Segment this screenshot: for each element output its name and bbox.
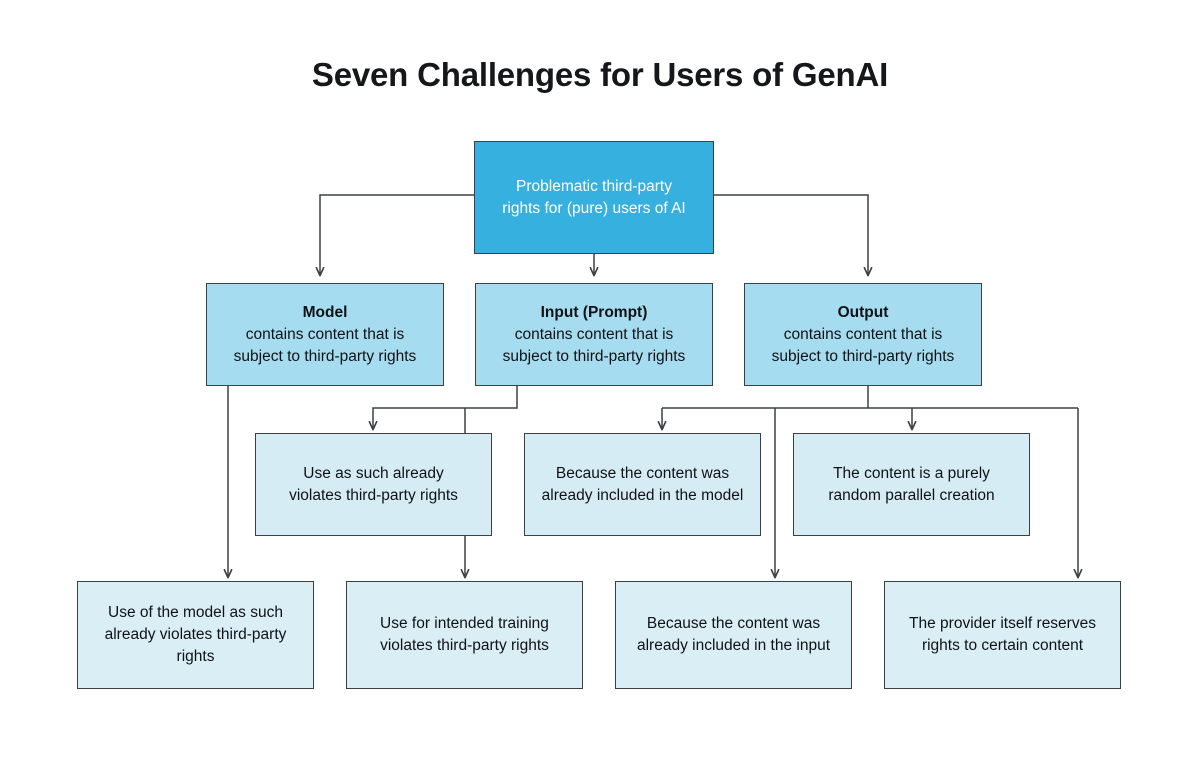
node-intended-training[interactable]: Use for intended training violates third… — [346, 581, 583, 689]
node-content-in-model-line-2: already included in the model — [541, 486, 744, 504]
node-model-line-1: contains content that is — [245, 325, 405, 343]
node-content-in-model-line-1: Because the content was — [555, 464, 730, 482]
node-random-parallel-creation-line-1: The content is a purely — [833, 464, 990, 482]
node-model-use-violates-line-3: rights — [176, 648, 215, 665]
node-model-use-violates[interactable]: Use of the model as such already violate… — [77, 581, 314, 689]
node-model-line-2: subject to third-party rights — [233, 347, 417, 365]
node-input-heading: Input (Prompt) — [540, 303, 648, 321]
node-random-parallel-creation[interactable]: The content is a purely random parallel … — [793, 433, 1030, 536]
edge-root-to-model — [320, 194, 474, 275]
node-use-as-such-line-1: Use as such already — [303, 464, 444, 482]
node-input[interactable]: Input (Prompt) contains content that is … — [475, 283, 713, 386]
edge-input-to-use-as-such — [373, 386, 518, 429]
node-provider-reserves-rights-line-1: The provider itself reserves — [909, 615, 1096, 632]
node-random-parallel-creation-line-2: random parallel creation — [828, 486, 995, 504]
node-intended-training-line-2: violates third-party rights — [380, 637, 549, 654]
node-content-in-input-line-1: Because the content was — [646, 615, 821, 632]
node-content-in-input[interactable]: Because the content was already included… — [615, 581, 852, 689]
node-root-line-2: rights for (pure) users of AI — [502, 199, 686, 217]
node-root[interactable]: Problematic third-party rights for (pure… — [474, 141, 714, 254]
node-model-use-violates-line-1: Use of the model as such — [108, 604, 283, 621]
node-intended-training-line-1: Use for intended training — [380, 615, 549, 632]
node-model-use-violates-line-2: already violates third-party — [104, 626, 287, 643]
node-provider-reserves-rights[interactable]: The provider itself reserves rights to c… — [884, 581, 1121, 689]
edge-root-to-output — [714, 194, 868, 275]
node-output-heading: Output — [837, 303, 889, 321]
node-model[interactable]: Model contains content that is subject t… — [206, 283, 444, 386]
node-output[interactable]: Output contains content that is subject … — [744, 283, 982, 386]
node-output-line-1: contains content that is — [783, 325, 943, 343]
node-content-in-input-line-2: already included in the input — [636, 637, 831, 654]
node-use-as-such-line-2: violates third-party rights — [289, 486, 458, 504]
node-model-heading: Model — [302, 303, 348, 321]
node-use-as-such[interactable]: Use as such already violates third-party… — [255, 433, 492, 536]
node-root-line-1: Problematic third-party — [516, 177, 672, 195]
node-output-line-2: subject to third-party rights — [771, 347, 955, 365]
node-input-line-1: contains content that is — [514, 325, 674, 343]
node-content-in-model[interactable]: Because the content was already included… — [524, 433, 761, 536]
node-input-line-2: subject to third-party rights — [502, 347, 686, 365]
page-title: Seven Challenges for Users of GenAI — [311, 56, 889, 93]
node-provider-reserves-rights-line-2: rights to certain content — [921, 637, 1084, 654]
